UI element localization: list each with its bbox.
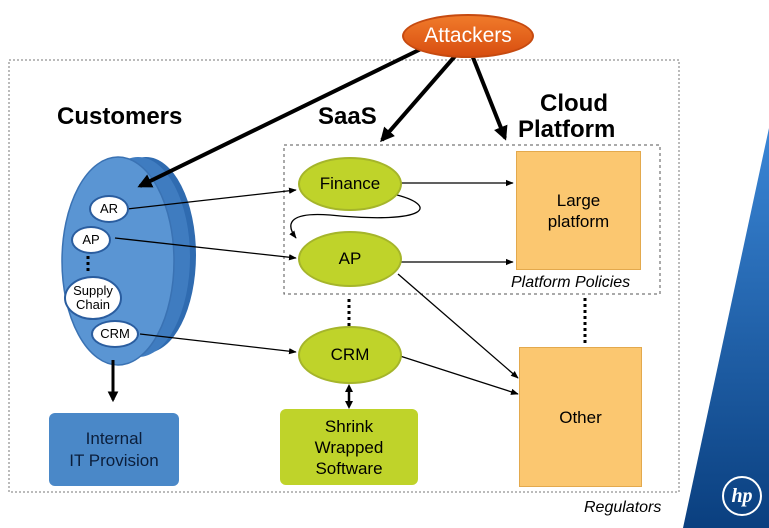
internal-it-box: Internal IT Provision — [49, 413, 179, 486]
outer-boundary — [8, 59, 680, 493]
customer-ap-label: AP — [82, 232, 100, 247]
cloud-header-line2: Platform — [518, 116, 616, 143]
internal-it-label-1: Internal — [85, 428, 143, 448]
arrow-attack-platform — [470, 54, 508, 141]
large-platform-label-2: platform — [547, 211, 610, 231]
customer-supply-chain: Supply Chain — [64, 276, 122, 320]
customer-ap: AP — [71, 226, 111, 254]
large-platform-label-1: Large — [556, 190, 601, 210]
saas-finance-label: Finance — [319, 174, 381, 193]
arrow-attack-customers — [137, 45, 426, 188]
shrink-label-1: Shrink — [324, 416, 374, 436]
customer-ar: AR — [89, 195, 129, 223]
internal-it-label-2: IT Provision — [69, 450, 159, 470]
saas-ap-label: AP — [338, 249, 362, 268]
arrow-ar-finance — [126, 187, 297, 210]
saas-crm: CRM — [298, 326, 402, 384]
cloud-header-line1: Cloud — [540, 90, 608, 117]
arrow-crm-other — [399, 355, 519, 395]
shrink-wrapped-box: Shrink Wrapped Software — [280, 409, 418, 485]
arrow-ap-ap — [114, 237, 297, 261]
other-platform-box: Other — [519, 347, 642, 487]
saas-finance: Finance — [298, 157, 402, 211]
shrink-label-3: Software — [315, 458, 383, 478]
customer-crm-label: CRM — [100, 326, 130, 341]
link-crm-shrink-head-down — [345, 401, 353, 409]
arrow-ap-other — [397, 273, 519, 379]
customer-supply-label-2: Chain — [76, 297, 110, 312]
saas-header: SaaS — [318, 103, 377, 130]
hp-logo-icon: hp — [722, 476, 762, 516]
saas-ap: AP — [298, 231, 402, 287]
attackers-node: Attackers — [402, 14, 534, 58]
shrink-label-2: Wrapped — [314, 437, 384, 457]
brand-band — [683, 128, 769, 528]
arrow-crm-crm — [139, 333, 297, 355]
customer-ar-label: AR — [99, 201, 119, 216]
attackers-label: Attackers — [424, 24, 512, 47]
large-platform-box: Large platform — [516, 151, 641, 270]
platform-policies-label: Platform Policies — [511, 274, 631, 291]
customer-crm: CRM — [91, 320, 139, 348]
arrow-attack-saas — [380, 53, 458, 143]
other-platform-label: Other — [559, 407, 602, 427]
customers-header: Customers — [57, 103, 183, 130]
saas-crm-label: CRM — [330, 345, 370, 364]
platform-boundary — [283, 144, 661, 295]
link-crm-shrink-head-up — [345, 384, 353, 392]
regulators-label: Regulators — [584, 499, 662, 516]
hp-logo-text: hp — [731, 484, 753, 507]
customer-supply-label-1: Supply — [73, 283, 113, 298]
arrow-finance-ap-curve — [289, 193, 421, 239]
